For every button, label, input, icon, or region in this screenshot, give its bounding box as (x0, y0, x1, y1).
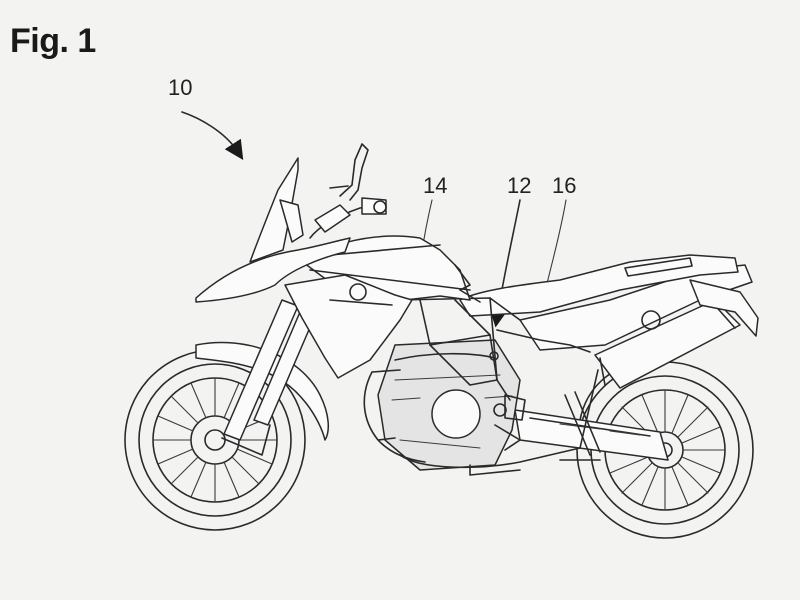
label-12: 12 (507, 173, 531, 198)
front-fork (221, 299, 315, 456)
front-fairing (195, 157, 351, 303)
label-16: 16 (552, 173, 576, 198)
crash-bar (363, 369, 426, 463)
exhaust-pipe (399, 369, 599, 469)
label-14: 14 (423, 173, 447, 198)
footpeg (469, 424, 521, 476)
tail-section (519, 264, 759, 351)
exhaust-silencer (594, 299, 741, 389)
figure-title: Fig. 1 (10, 22, 96, 60)
radiator-shroud (284, 274, 413, 379)
seat (459, 254, 739, 317)
label-10: 10 (168, 75, 192, 100)
leader-16 (544, 199, 567, 293)
fuel-tank (299, 235, 481, 307)
rear-shock (559, 391, 601, 461)
arrow-10 (181, 111, 244, 161)
frame (399, 297, 591, 421)
handlebar (309, 143, 387, 239)
engine (377, 339, 521, 471)
